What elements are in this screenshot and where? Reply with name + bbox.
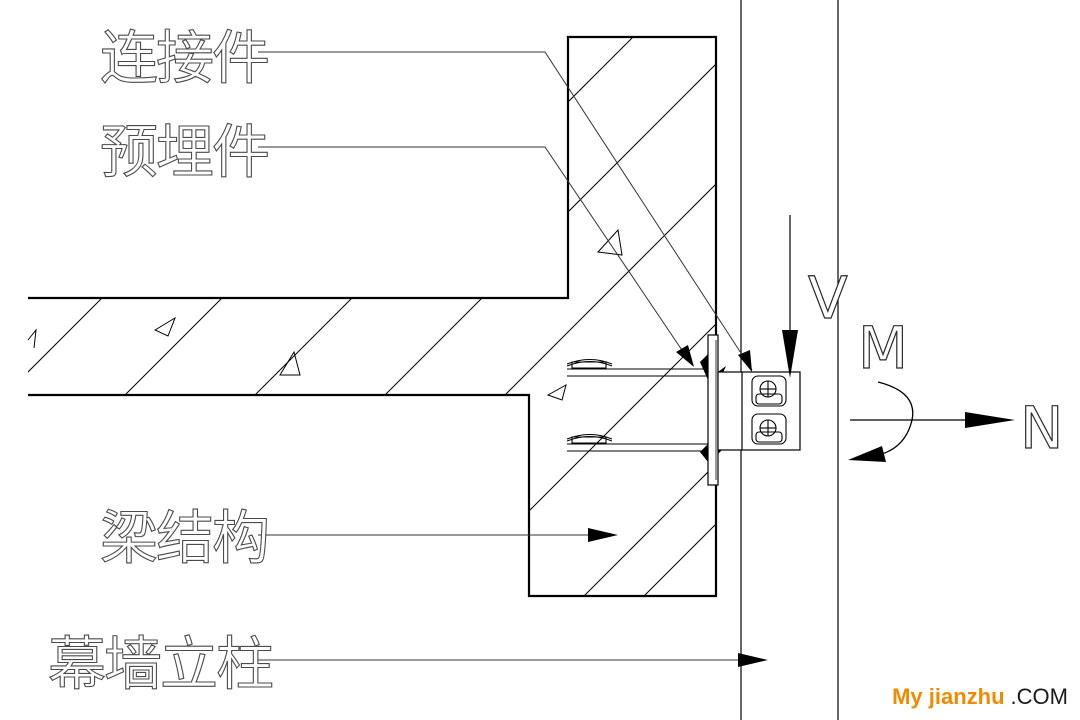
- moment-arrow-m: [848, 381, 914, 462]
- force-label-v: V: [808, 264, 848, 332]
- leader-arrowheads: [588, 345, 768, 667]
- anchor-bars: [566, 358, 708, 452]
- force-label-n: N: [1020, 394, 1063, 462]
- watermark-tld: .COM: [1010, 684, 1068, 709]
- label-embedded-part: 预埋件: [100, 118, 268, 186]
- aggregate-marks: [27, 228, 623, 401]
- leader-lines: [258, 51, 753, 661]
- site-watermark: My jianzhu.COM: [892, 684, 1068, 710]
- bolt-upper: [751, 375, 787, 407]
- beam-slab-outline: [28, 35, 718, 598]
- watermark-name: My jianzhu: [892, 684, 1005, 709]
- embedded-plate: [707, 334, 719, 486]
- force-label-m: M: [858, 314, 908, 382]
- bolt-lower: [751, 413, 787, 445]
- mullion-lines: [740, 0, 839, 720]
- concrete-hatching: [28, 37, 716, 596]
- connector-bracket: [717, 371, 801, 451]
- label-connector: 连接件: [100, 24, 268, 92]
- label-beam-structure: 梁结构: [100, 504, 268, 572]
- label-curtain-wall-mullion: 幕墙立柱: [48, 630, 272, 698]
- axial-arrow-n: [850, 412, 1015, 428]
- shear-arrow-v: [782, 215, 798, 378]
